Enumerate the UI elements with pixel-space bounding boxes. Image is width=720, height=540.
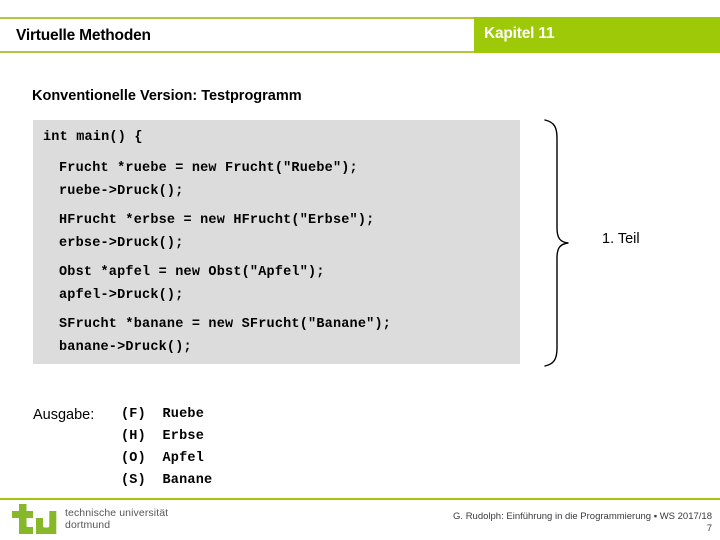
code-line: int main() { xyxy=(43,130,143,145)
logo-text: technische universität dortmund xyxy=(65,507,168,531)
code-line: ruebe->Druck(); xyxy=(59,183,184,199)
tu-dortmund-logo: technische universität dortmund xyxy=(12,504,168,534)
code-group: Obst *apfel = new Obst("Apfel"); apfel->… xyxy=(59,266,325,302)
list-item: (F) Ruebe xyxy=(121,407,205,422)
list-item: (H) Erbse xyxy=(121,429,205,444)
page-title: Virtuelle Methoden xyxy=(16,27,151,44)
code-line: HFrucht *erbse = new HFrucht("Erbse"); xyxy=(59,213,375,228)
code-block: int main() { Frucht *ruebe = new Frucht(… xyxy=(33,120,520,364)
chapter-label: Kapitel 11 xyxy=(484,25,555,42)
code-line: SFrucht *banane = new SFrucht("Banane"); xyxy=(59,317,392,332)
list-item: (O) Apfel xyxy=(121,451,205,466)
slide-header: Virtuelle Methoden Kapitel 11 xyxy=(0,17,720,53)
tu-logo-icon xyxy=(12,504,57,534)
logo-line-2: dortmund xyxy=(65,519,111,531)
section-heading: Konventionelle Version: Testprogramm xyxy=(32,88,302,104)
footer-divider xyxy=(0,498,720,500)
code-line: apfel->Druck(); xyxy=(59,287,184,303)
header-title-band: Virtuelle Methoden xyxy=(0,17,474,53)
code-line: erbse->Druck(); xyxy=(59,235,184,251)
logo-line-1: technische universität xyxy=(65,507,169,519)
output-list: (F) Ruebe (H) Erbse (O) Apfel (S) Banane xyxy=(121,404,212,492)
code-line: Frucht *ruebe = new Frucht("Ruebe"); xyxy=(59,161,358,176)
code-group: SFrucht *banane = new SFrucht("Banane");… xyxy=(59,318,391,354)
code-group: Frucht *ruebe = new Frucht("Ruebe"); rue… xyxy=(59,162,358,198)
code-line: banane->Druck(); xyxy=(59,339,192,355)
list-item: (S) Banane xyxy=(121,473,213,488)
code-group: HFrucht *erbse = new HFrucht("Erbse"); e… xyxy=(59,214,374,250)
footer-credit: G. Rudolph: Einführung in die Programmie… xyxy=(453,511,712,522)
code-line: Obst *apfel = new Obst("Apfel"); xyxy=(59,265,325,280)
header-chapter-band: Kapitel 11 xyxy=(474,17,720,53)
brace-label: 1. Teil xyxy=(602,231,640,247)
curly-brace-icon xyxy=(540,118,574,368)
output-label: Ausgabe: xyxy=(33,407,95,423)
page-number: 7 xyxy=(706,523,712,534)
